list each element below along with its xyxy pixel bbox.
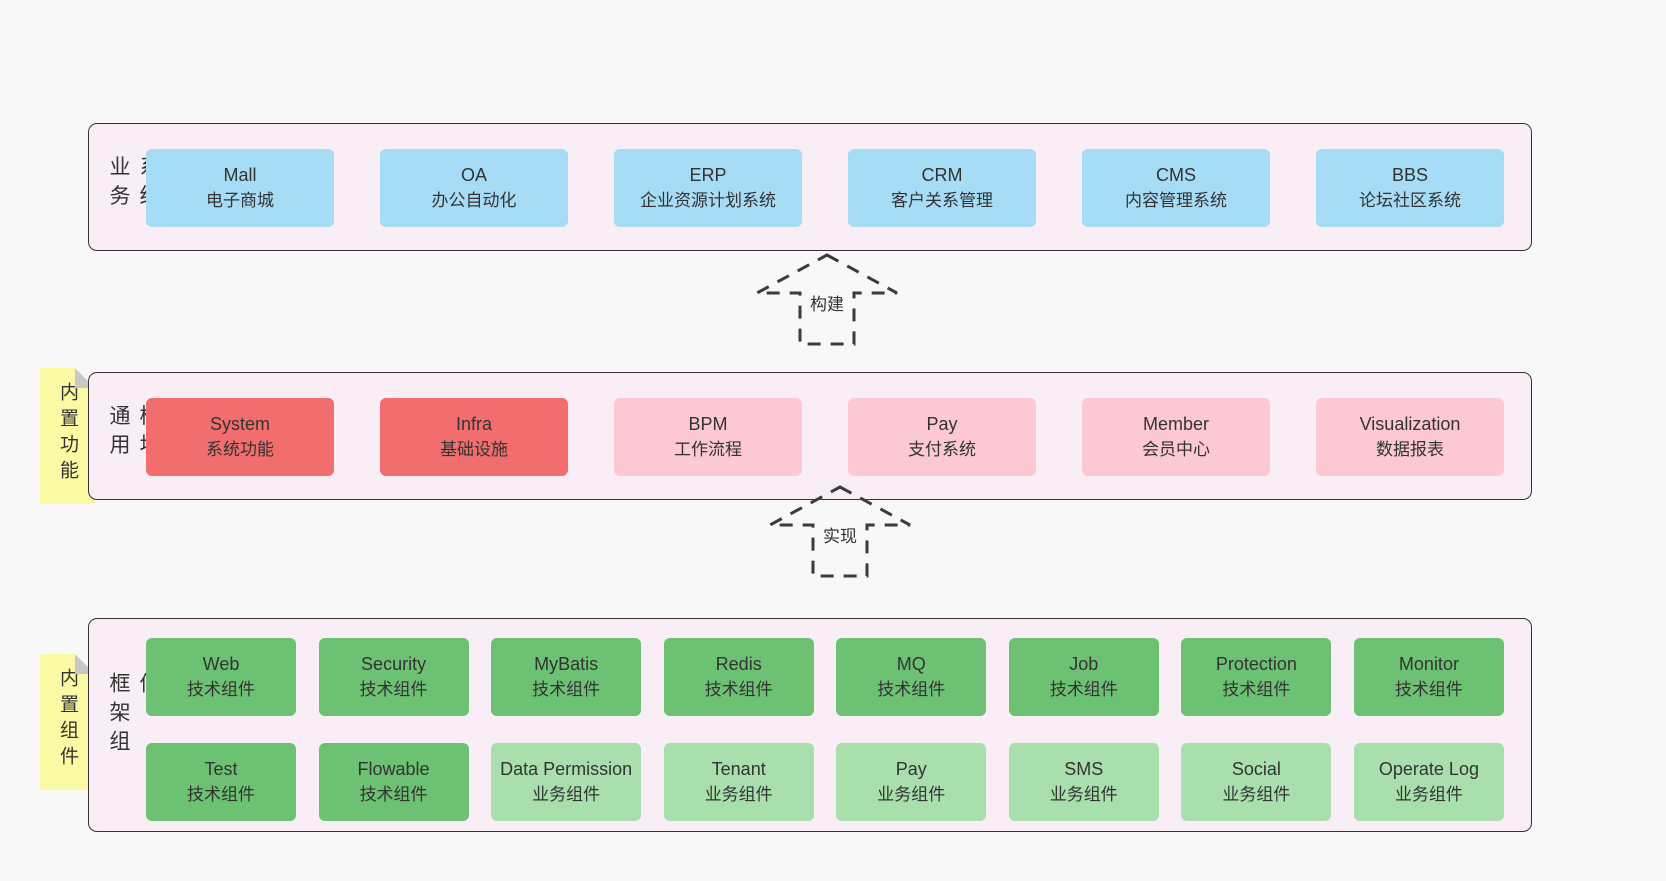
box-title: Job — [1069, 654, 1099, 674]
box-subtitle: 技术组件 — [532, 680, 601, 699]
box-subtitle: 论坛社区系统 — [1359, 191, 1461, 210]
box-subtitle: 数据报表 — [1376, 440, 1444, 459]
box-flowable: Flowable 技术组件 — [318, 743, 469, 821]
box-title: Pay — [895, 759, 927, 779]
box-cms: CMS 内容管理系统 — [1082, 149, 1270, 227]
box-subtitle: 业务组件 — [704, 785, 773, 804]
box-subtitle: 内容管理系统 — [1125, 191, 1227, 210]
box-sms: SMS 业务组件 — [1008, 743, 1159, 821]
box-subtitle: 技术组件 — [877, 680, 946, 699]
box-subtitle: 会员中心 — [1142, 440, 1210, 459]
box-pay: Pay 支付系统 — [848, 398, 1036, 476]
box-title: Member — [1142, 414, 1209, 434]
box-title: Pay — [926, 414, 958, 434]
box-title: CMS — [1156, 165, 1196, 185]
note-label: 内置组件 — [57, 668, 78, 772]
box-member: Member 会员中心 — [1082, 398, 1270, 476]
box-subtitle: 业务组件 — [877, 785, 946, 804]
box-web: Web 技术组件 — [146, 638, 296, 716]
box-subtitle: 技术组件 — [1049, 680, 1118, 699]
box-visualization: Visualization 数据报表 — [1316, 398, 1504, 476]
box-operate-log: Operate Log 业务组件 — [1353, 743, 1504, 821]
box-subtitle: 基础设施 — [440, 440, 508, 459]
note-label: 内置功能 — [57, 382, 78, 486]
box-title: Social — [1231, 759, 1281, 779]
box-data-permission: Data Permission 业务组件 — [491, 743, 642, 821]
framework-components-panel: 框架组件 Web技术组件Security技术组件MyBatis技术组件Redis… — [88, 618, 1532, 832]
box-title: Operate Log — [1378, 759, 1479, 779]
box-protection: Protection 技术组件 — [1181, 638, 1332, 716]
box-test: Test 技术组件 — [146, 743, 296, 821]
box-title: Redis — [715, 654, 762, 674]
box-subtitle: 业务组件 — [1394, 785, 1463, 804]
box-title: Monitor — [1398, 654, 1459, 674]
built-in-features-note: 内置功能 — [40, 368, 95, 504]
box-title: Mall — [223, 165, 257, 185]
box-bpm: BPM 工作流程 — [614, 398, 802, 476]
box-title: Test — [204, 759, 238, 779]
box-subtitle: 办公自动化 — [431, 191, 517, 210]
box-title: Data Permission — [500, 759, 633, 779]
box-oa: OA 办公自动化 — [380, 149, 568, 227]
box-redis: Redis 技术组件 — [663, 638, 814, 716]
common-modules-panel: 通用模块 System系统功能Infra基础设施BPM工作流程Pay支付系统Me… — [88, 372, 1532, 500]
box-subtitle: 技术组件 — [359, 680, 428, 699]
box-pay: Pay 业务组件 — [836, 743, 987, 821]
box-job: Job 技术组件 — [1008, 638, 1159, 716]
box-subtitle: 客户关系管理 — [891, 191, 993, 210]
box-subtitle: 电子商城 — [206, 191, 274, 210]
box-subtitle: 工作流程 — [674, 440, 742, 459]
box-title: BPM — [688, 414, 728, 434]
build-arrow-label: 构建 — [807, 290, 847, 315]
build-arrow: 构建 — [742, 252, 912, 347]
box-title: CRM — [921, 165, 963, 185]
box-subtitle: 技术组件 — [1222, 680, 1291, 699]
box-subtitle: 业务组件 — [1049, 785, 1118, 804]
box-mq: MQ 技术组件 — [836, 638, 987, 716]
built-in-components-note: 内置组件 — [40, 654, 95, 790]
box-title: OA — [460, 165, 487, 185]
business-systems-panel: 业务系统 Mall电子商城OA办公自动化ERP企业资源计划系统CRM客户关系管理… — [88, 123, 1532, 251]
common-modules-row: System 系统功能 Infra 基础设施 BPM 工作流程 Pay 支付系统 Member 会… — [146, 398, 1504, 476]
business-systems-row: Mall 电子商城 OA 办公自动化 ERP 企业资源计划系统 CRM 客户关系管理 CMS 内容… — [146, 149, 1504, 227]
box-subtitle: 业务组件 — [532, 785, 601, 804]
box-subtitle: 支付系统 — [908, 440, 976, 459]
box-title: MyBatis — [534, 654, 599, 674]
implement-arrow: 实现 — [755, 484, 925, 579]
box-title: Flowable — [357, 759, 430, 779]
box-title: ERP — [689, 165, 727, 185]
box-title: Web — [202, 654, 240, 674]
box-title: Tenant — [711, 759, 766, 779]
box-infra: Infra 基础设施 — [380, 398, 568, 476]
box-title: System — [209, 414, 270, 434]
box-title: Security — [361, 654, 427, 674]
box-subtitle: 技术组件 — [704, 680, 773, 699]
box-subtitle: 系统功能 — [206, 440, 274, 459]
box-title: Protection — [1215, 654, 1297, 674]
box-crm: CRM 客户关系管理 — [848, 149, 1036, 227]
box-subtitle: 技术组件 — [1394, 680, 1463, 699]
box-mall: Mall 电子商城 — [146, 149, 334, 227]
box-subtitle: 技术组件 — [187, 680, 255, 699]
box-subtitle: 技术组件 — [187, 785, 255, 804]
box-subtitle: 业务组件 — [1222, 785, 1291, 804]
box-tenant: Tenant 业务组件 — [663, 743, 814, 821]
box-title: Visualization — [1359, 414, 1461, 434]
implement-arrow-label: 实现 — [820, 522, 860, 547]
box-erp: ERP 企业资源计划系统 — [614, 149, 802, 227]
box-title: BBS — [1391, 165, 1429, 185]
box-title: MQ — [896, 654, 926, 674]
box-title: SMS — [1064, 759, 1104, 779]
box-system: System 系统功能 — [146, 398, 334, 476]
box-monitor: Monitor 技术组件 — [1353, 638, 1504, 716]
box-social: Social 业务组件 — [1181, 743, 1332, 821]
box-subtitle: 技术组件 — [359, 785, 428, 804]
box-security: Security 技术组件 — [318, 638, 469, 716]
box-bbs: BBS 论坛社区系统 — [1316, 149, 1504, 227]
box-subtitle: 企业资源计划系统 — [640, 191, 776, 210]
box-mybatis: MyBatis 技术组件 — [491, 638, 642, 716]
box-title: Infra — [455, 414, 493, 434]
